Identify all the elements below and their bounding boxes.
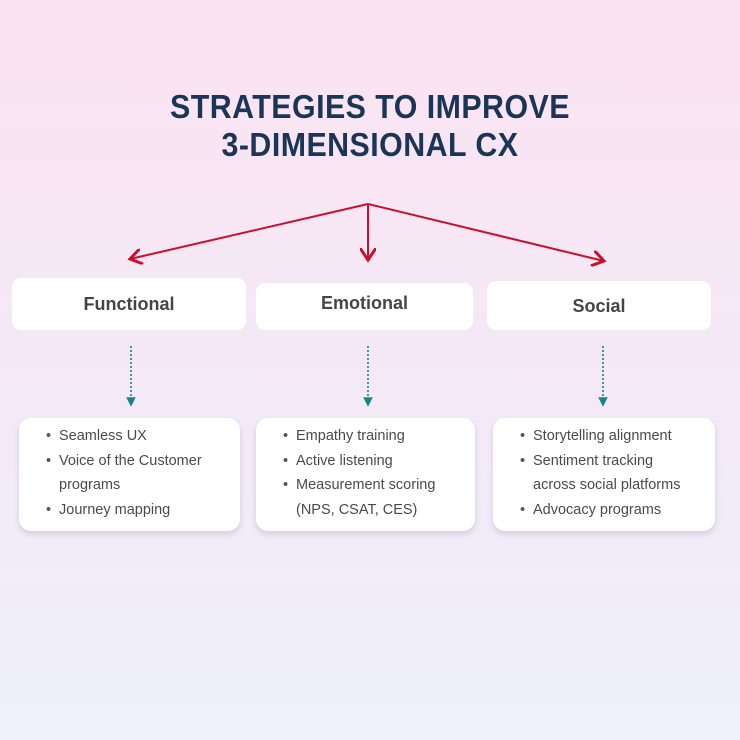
title-line-1: STRATEGIES TO IMPROVE: [170, 88, 570, 125]
list-item: Measurement scoring (NPS, CSAT, CES): [283, 473, 475, 522]
header-label: Emotional: [320, 293, 408, 313]
header-label: Functional: [83, 293, 175, 314]
list-social: Storytelling alignment Sentiment trackin…: [493, 418, 715, 531]
list-emotional: Empathy training Active listening Measur…: [256, 418, 475, 531]
header-label: Social: [572, 296, 626, 316]
list-item: Voice of the Customer programs: [46, 449, 240, 498]
list-item: Active listening: [283, 449, 475, 474]
header-emotional: Emotional: [256, 283, 473, 330]
header-social: Social: [487, 281, 711, 330]
arrow-social: [367, 203, 604, 261]
list-item: Sentiment tracking across social platfor…: [520, 449, 715, 498]
page-title: STRATEGIES TO IMPROVE 3-DIMENSIONAL CX: [30, 88, 711, 164]
list-item: Storytelling alignment: [520, 424, 715, 449]
list-item: Seamless UX: [46, 424, 240, 449]
list-item: Empathy training: [283, 424, 475, 449]
header-functional: Functional: [12, 278, 246, 330]
title-line-2: 3-DIMENSIONAL CX: [221, 126, 519, 163]
arrow-functional: [130, 203, 369, 259]
list-item: Journey mapping: [46, 498, 240, 523]
list-item: Advocacy programs: [520, 498, 715, 523]
list-functional: Seamless UX Voice of the Customer progra…: [19, 418, 240, 531]
